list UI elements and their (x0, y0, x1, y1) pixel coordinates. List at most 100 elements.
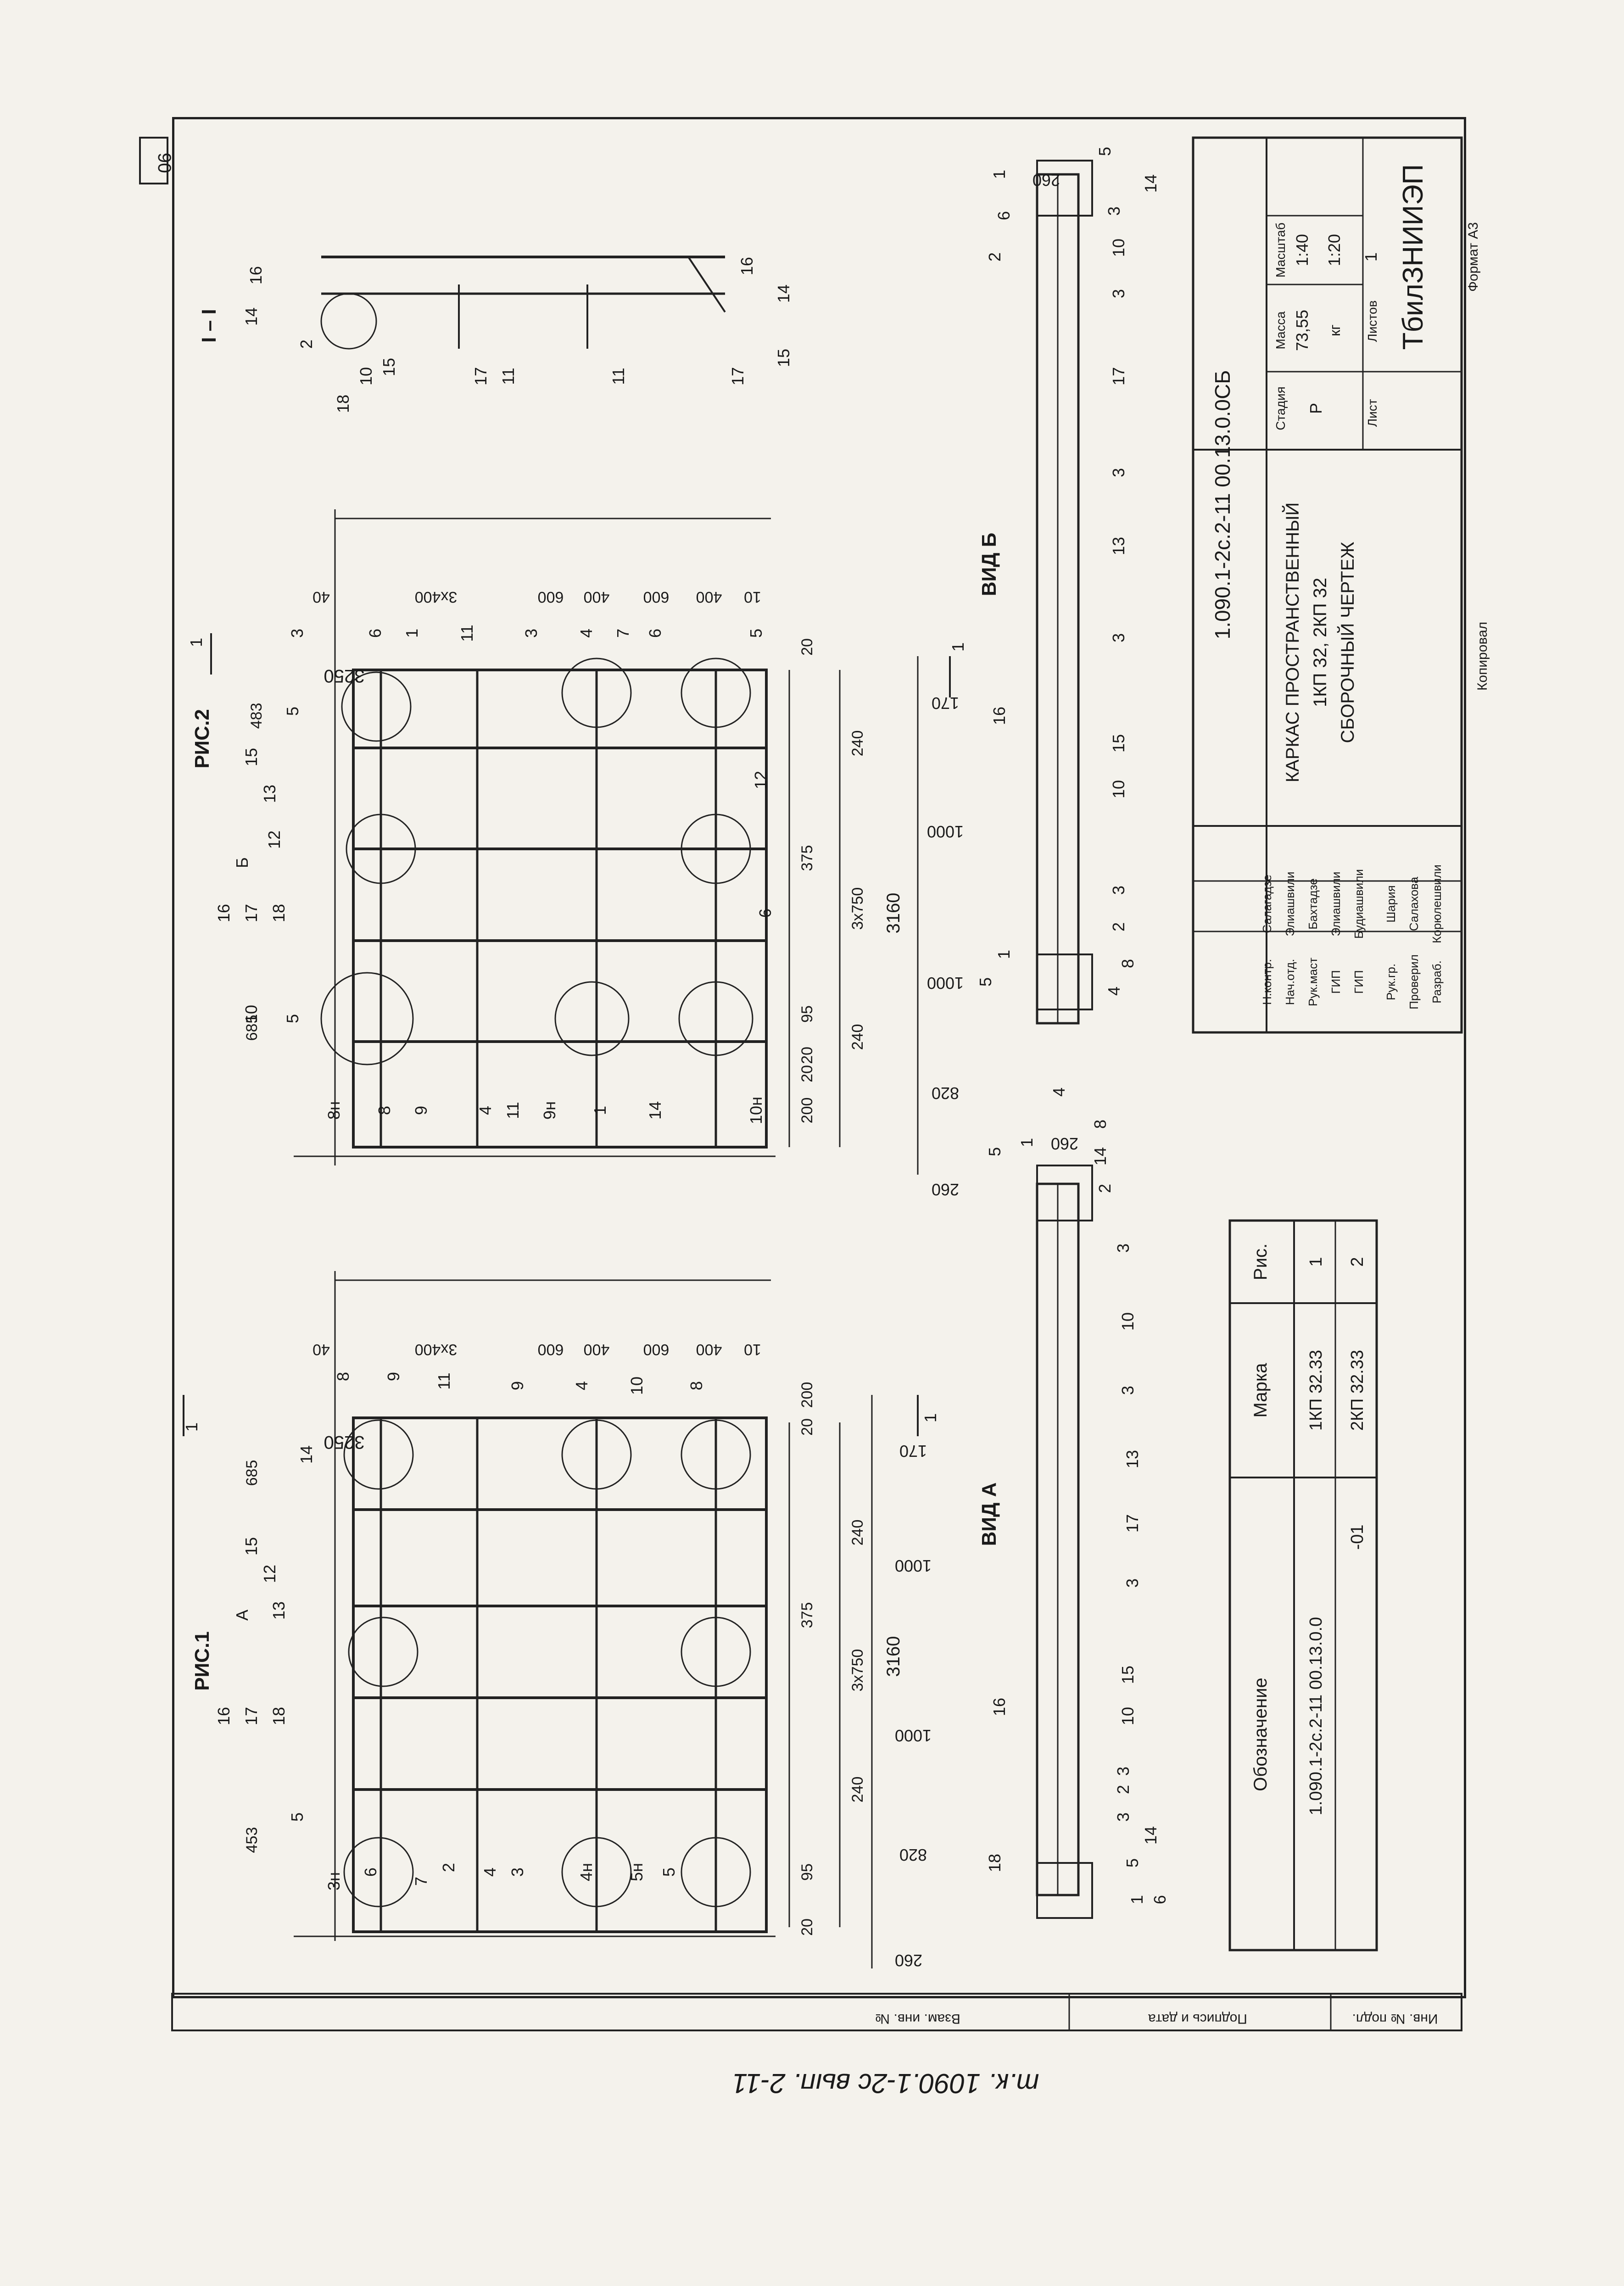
section-label-17b: 17 (728, 367, 747, 385)
fig2-dim-left-6: 400 (696, 588, 722, 606)
fig2-label-6: 6 (366, 629, 385, 638)
view-a-l22: 1 (1017, 1138, 1036, 1147)
view-a (1036, 1165, 1093, 1919)
fig1-label-10: 10 (627, 1377, 646, 1395)
role-2: Нач.отд. (1283, 959, 1297, 1005)
view-b-l2: 1 (994, 950, 1013, 959)
role-3: Рук.маст (1306, 958, 1320, 1006)
view-a-l16: 3 (1114, 1243, 1133, 1253)
fig2-overall-width: 3160 (883, 893, 904, 934)
role-7: Проверил (1407, 954, 1421, 1009)
role-4-name: Элиашвили (1329, 872, 1343, 937)
fig2-label-15: 15 (242, 748, 261, 766)
fig1-label-4: 4 (480, 1868, 499, 1877)
fig1-label-17: 17 (242, 1707, 261, 1725)
fig2-label-13: 13 (260, 785, 279, 803)
fig2-label-8n: 8н (324, 1101, 343, 1120)
title-line-1: КАРКАС ПРОСТРАНСТВЕННЫЙ (1282, 502, 1303, 782)
scale-2: 1:20 (1325, 234, 1344, 266)
fig1-cut-1b: 1 (921, 1413, 940, 1422)
fig1-dim-left-1: 40 (313, 1341, 330, 1358)
fig2-dim-left-1: 40 (313, 588, 330, 606)
view-a-l14: 3 (1118, 1386, 1137, 1395)
fig2-dim-top-1: 260 (932, 1180, 959, 1199)
fig1-dim-left-7: 10 (744, 1341, 761, 1358)
role-8: Разраб. (1430, 960, 1444, 1004)
view-b-l8: 15 (1109, 734, 1128, 753)
scale-1: 1:40 (1293, 234, 1311, 266)
fig1-dim-top-2: 820 (899, 1846, 927, 1864)
title-block (1192, 136, 1463, 1034)
spec-table-text: Обозначение Марка Рис. 1.090.1-2с.2-11 0… (1250, 1243, 1367, 1815)
role-2-name: Элиашвили (1283, 872, 1297, 937)
section-label-17: 17 (471, 367, 490, 385)
fig1-label-4b: 4 (572, 1381, 591, 1390)
spec-row2-mark: 2КП 32.33 (1348, 1350, 1367, 1431)
fig1-dim-left-2: 3х400 (415, 1341, 458, 1358)
section-labels: I – I 16 14 2 18 10 15 17 11 11 16 14 15… (198, 257, 793, 413)
role-5-name: Будиашвили (1352, 869, 1366, 939)
fig1-label-11: 11 (435, 1372, 453, 1389)
fig1-label-8: 8 (334, 1372, 352, 1381)
fig1-misc-7: 200 (798, 1382, 816, 1408)
fig1-dim-left-5: 600 (643, 1341, 670, 1358)
fig2-label-9n: 9н (540, 1101, 559, 1120)
side-stamp: Инв. № подл. Подпись и дата Взам. инв. № (171, 1993, 1462, 2031)
view-a-l5: 3 (1114, 1812, 1133, 1822)
view-a-l10: 16 (990, 1698, 1009, 1716)
spec-row2-designation: -01 (1348, 1525, 1367, 1550)
fig2-title: РИС.2 (191, 709, 213, 768)
fig1-label-16: 16 (214, 1707, 233, 1725)
fig2-label-11: 11 (503, 1102, 522, 1119)
fig2-cut-1: 1 (187, 638, 206, 647)
view-b-l10: 3 (1109, 633, 1128, 642)
fig2-cut-1b: 1 (949, 642, 967, 652)
scale-label: Масштаб (1273, 223, 1288, 278)
outer-frame (172, 117, 1466, 1998)
view-b-dim: 260 (1032, 171, 1060, 190)
view-b-l5: 2 (1109, 922, 1128, 931)
view-a-l13: 13 (1123, 1450, 1142, 1468)
fig2-label-6c: 6 (756, 909, 775, 918)
role-6: Рук.гр. (1384, 964, 1398, 1000)
fig1-bottom-dim-1: 240 (849, 1777, 866, 1803)
section-label-11b: 11 (609, 368, 628, 385)
fig2-dim-left-7: 10 (744, 588, 761, 606)
fig1-overall-height: 3250 (324, 1432, 365, 1452)
fig2-label-3: 3 (288, 629, 307, 638)
fig1-misc-3: 375 (798, 1602, 816, 1628)
fig1-label-5b: 5 (659, 1868, 678, 1877)
section-label-15b: 15 (774, 349, 793, 367)
fig1-label-15: 15 (242, 1537, 261, 1556)
title-line-3: СБОРОЧНЫЙ ЧЕРТЕЖ (1337, 541, 1358, 743)
fig2-label-3b: 3 (522, 629, 541, 638)
fig1-cut-1: 1 (182, 1422, 201, 1432)
sheet-label: Лист (1365, 399, 1379, 427)
view-a-l15: 10 (1118, 1312, 1137, 1331)
fig1-dim-top-3: 1000 (895, 1726, 932, 1745)
fig2-dim-left-5: 600 (643, 588, 670, 606)
fig1-dim-left-3: 600 (538, 1341, 564, 1358)
stage-label: Стадия (1273, 386, 1288, 430)
fig2-misc-8: 20 (798, 638, 816, 656)
view-a-l8: 10 (1118, 1707, 1137, 1725)
fig2-misc-5: 20 (798, 1047, 816, 1064)
fig2-label-5c: 5 (283, 707, 302, 716)
fig1-label-3: 3 (508, 1868, 527, 1877)
fig1-view-a-arrow: А (233, 1610, 251, 1621)
fig1-label-5n: 5н (627, 1863, 646, 1881)
fig2-label-7: 7 (614, 629, 632, 638)
view-b-l1: 5 (976, 977, 995, 987)
fig2-bottom-dim-1: 240 (849, 1024, 866, 1050)
fig2-label-16: 16 (214, 904, 233, 922)
section-label-14: 14 (242, 307, 261, 326)
view-a-l6: 2 (1114, 1785, 1133, 1794)
fig2-dim-top-4: 1000 (927, 822, 964, 841)
fig1-label-12: 12 (260, 1565, 279, 1583)
view-b-l13: 17 (1109, 367, 1128, 385)
section-label-18: 18 (334, 395, 352, 413)
view-b-l14: 3 (1109, 289, 1128, 298)
section-label-15: 15 (379, 358, 398, 376)
view-b-l19: 1 (990, 170, 1009, 179)
